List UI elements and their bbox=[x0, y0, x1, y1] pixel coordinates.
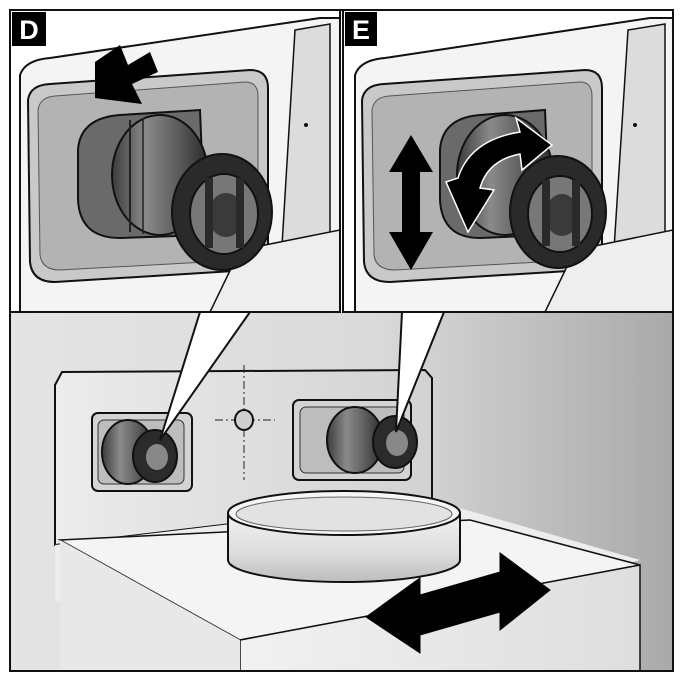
main-scene bbox=[10, 312, 673, 672]
outlet-collar bbox=[227, 490, 461, 583]
left-connector bbox=[91, 412, 193, 492]
arrow-up-down-icon bbox=[389, 135, 433, 270]
panel-e-label: E bbox=[345, 12, 377, 46]
right-connector bbox=[292, 399, 418, 481]
connector-d bbox=[77, 108, 273, 271]
arrow-left-right-icon bbox=[365, 552, 551, 654]
panel-e bbox=[343, 10, 673, 312]
drill-mark-icon bbox=[215, 365, 275, 480]
arrow-rotate-icon bbox=[444, 116, 554, 234]
outer-frame bbox=[9, 9, 674, 672]
arrow-down-right-icon bbox=[95, 45, 158, 104]
panel-e-label-text: E bbox=[352, 15, 370, 45]
panel-d bbox=[10, 10, 340, 312]
panel-d-label: D bbox=[12, 12, 46, 46]
panel-d-label-text: D bbox=[19, 15, 39, 45]
